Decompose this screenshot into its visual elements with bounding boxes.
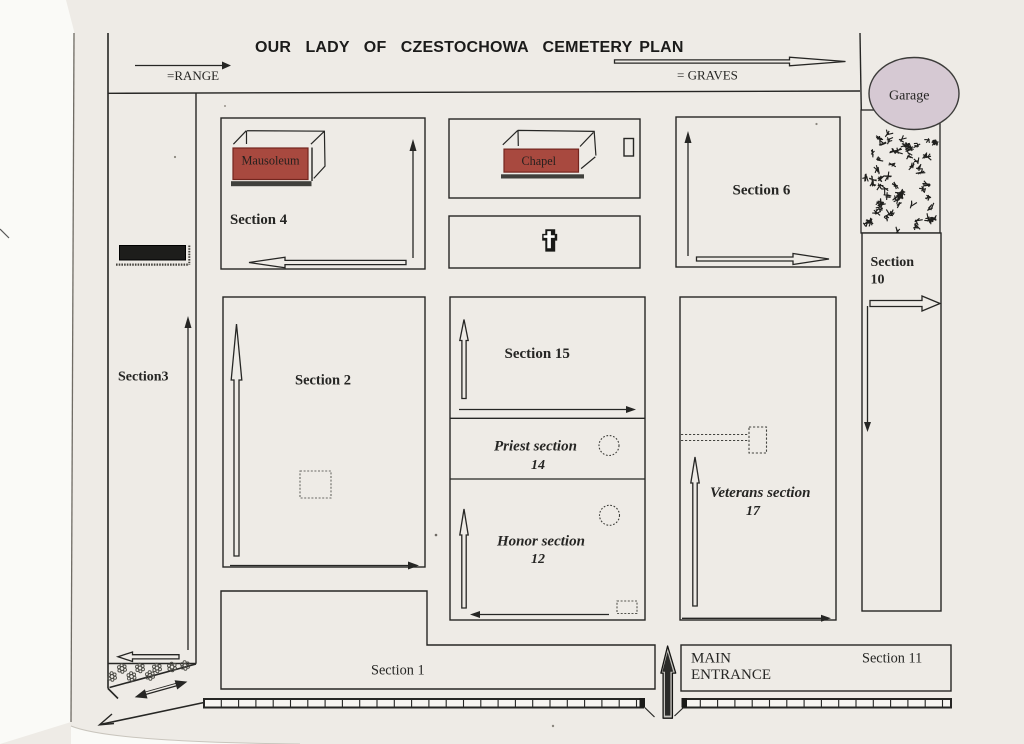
svg-text:= GRAVES: = GRAVES (677, 68, 738, 83)
svg-text:12: 12 (531, 552, 545, 567)
svg-text:10: 10 (871, 272, 885, 287)
svg-text:17: 17 (746, 504, 761, 519)
svg-text:ENTRANCE: ENTRANCE (691, 667, 771, 683)
svg-text:Section 1: Section 1 (371, 663, 425, 679)
svg-text:Section 6: Section 6 (733, 183, 791, 199)
svg-text:Priest section: Priest section (494, 439, 577, 455)
svg-text:Chapel: Chapel (522, 154, 557, 168)
svg-text:OUR LADY OF CZESTOCHOWA CE: OUR LADY OF CZESTOCHOWA CEMETERY PLAN (255, 39, 684, 56)
svg-text:Veterans section: Veterans section (710, 485, 810, 501)
svg-text:=RANGE: =RANGE (167, 68, 219, 83)
svg-text:Section 2: Section 2 (295, 373, 351, 389)
svg-text:14: 14 (531, 458, 545, 473)
svg-text:Section 15: Section 15 (505, 346, 570, 362)
svg-text:MAIN: MAIN (691, 651, 731, 667)
svg-text:Honor section: Honor section (496, 534, 585, 550)
svg-text:Garage: Garage (889, 89, 929, 104)
svg-text:Section3: Section3 (118, 370, 169, 385)
svg-text:Mausoleum: Mausoleum (242, 154, 300, 168)
svg-text:Section: Section (871, 255, 915, 270)
svg-text:Section 11: Section 11 (862, 651, 922, 667)
svg-text:Section 4: Section 4 (230, 212, 288, 228)
